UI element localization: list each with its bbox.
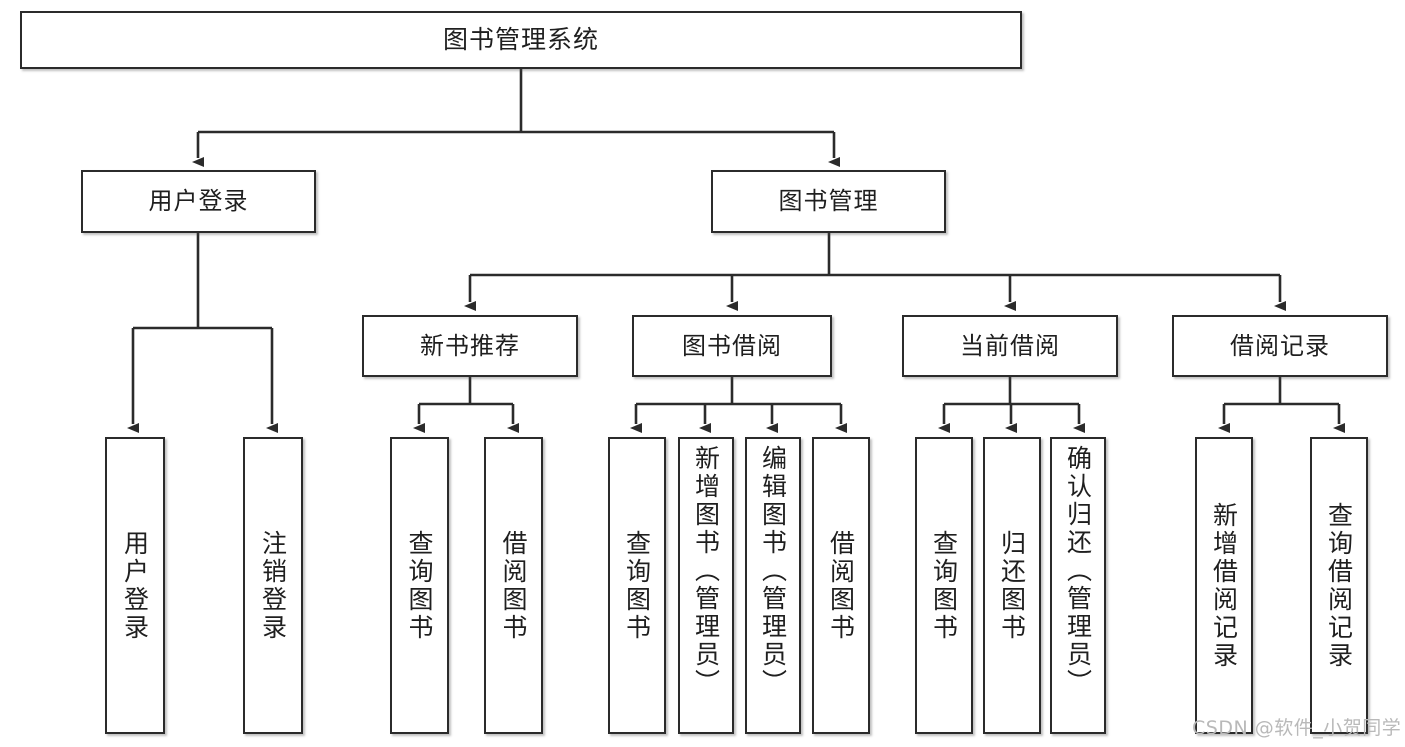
node-leaf-user-login[interactable]: 用户登录 — [105, 437, 165, 734]
node-label: 图书管理 — [778, 187, 879, 216]
csdn-watermark: CSDN @软件_小贺同学 — [1192, 717, 1402, 739]
node-book-borrow[interactable]: 图书借阅 — [632, 315, 832, 377]
node-leaf-edit-book-admin[interactable]: 编辑图书（管理员） — [745, 437, 801, 734]
node-leaf-query-book-borrow[interactable]: 查询图书 — [608, 437, 666, 734]
node-leaf-query-book-recommend[interactable]: 查询图书 — [390, 437, 449, 734]
node-leaf-add-borrow-record[interactable]: 新增借阅记录 — [1195, 437, 1253, 734]
node-label: 查询图书 — [622, 529, 652, 642]
node-label: 借阅图书 — [499, 529, 528, 642]
node-label: 用户登录 — [120, 529, 150, 642]
node-label: 新书推荐 — [420, 331, 520, 360]
node-user-login[interactable]: 用户登录 — [81, 170, 316, 233]
node-label: 查询图书 — [929, 529, 959, 642]
node-leaf-query-book-current[interactable]: 查询图书 — [915, 437, 973, 734]
node-label: 图书借阅 — [682, 331, 782, 360]
node-label: 查询借阅记录 — [1324, 501, 1354, 670]
node-label: 归还图书 — [997, 529, 1027, 642]
node-book-management[interactable]: 图书管理 — [711, 170, 946, 233]
node-label: 编辑图书（管理员） — [758, 445, 788, 697]
node-label: 借阅记录 — [1230, 331, 1330, 360]
node-leaf-borrow-book[interactable]: 借阅图书 — [812, 437, 870, 734]
node-label: 图书管理系统 — [442, 25, 599, 55]
node-label: 查询图书 — [405, 529, 434, 642]
node-root-book-management-system[interactable]: 图书管理系统 — [20, 11, 1022, 69]
node-leaf-logout[interactable]: 注销登录 — [243, 437, 303, 734]
node-leaf-query-borrow-record[interactable]: 查询借阅记录 — [1310, 437, 1368, 734]
node-leaf-borrow-book-recommend[interactable]: 借阅图书 — [484, 437, 543, 734]
node-label: 注销登录 — [258, 529, 288, 642]
node-current-borrow[interactable]: 当前借阅 — [902, 315, 1118, 377]
node-leaf-confirm-return-admin[interactable]: 确认归还（管理员） — [1050, 437, 1106, 734]
node-label: 新增图书（管理员） — [691, 445, 721, 697]
node-leaf-add-book-admin[interactable]: 新增图书（管理员） — [678, 437, 734, 734]
node-label: 当前借阅 — [960, 331, 1060, 360]
node-label: 借阅图书 — [826, 529, 856, 642]
node-label: 用户登录 — [148, 187, 249, 216]
node-label: 新增借阅记录 — [1209, 501, 1239, 670]
node-borrow-record[interactable]: 借阅记录 — [1172, 315, 1388, 377]
node-leaf-return-book[interactable]: 归还图书 — [983, 437, 1041, 734]
node-new-book-recommend[interactable]: 新书推荐 — [362, 315, 578, 377]
node-label: 确认归还（管理员） — [1063, 445, 1093, 697]
